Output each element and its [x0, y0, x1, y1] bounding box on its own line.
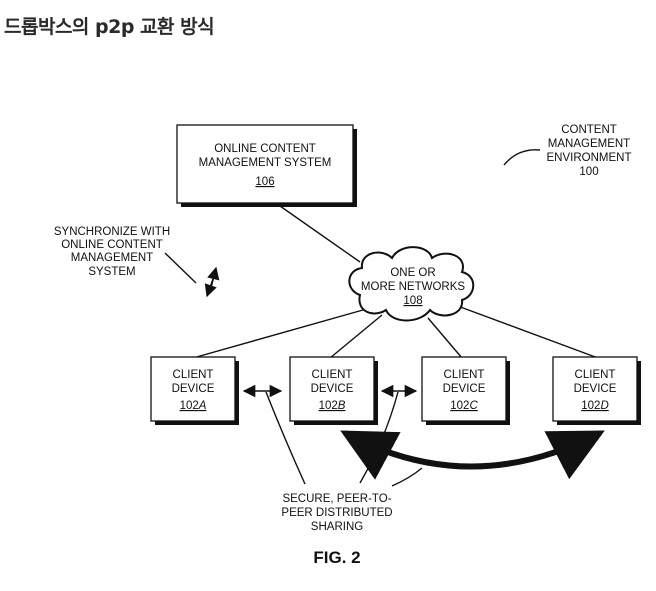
networks-cloud: ONE OR MORE NETWORKS 108	[348, 246, 475, 322]
sync-line-4: SYSTEM	[88, 266, 135, 278]
network-links	[192, 205, 599, 359]
sync-note: SYNCHRONIZE WITH ONLINE CONTENT MANAGEME…	[54, 226, 220, 298]
peer-to-peer-arrows	[242, 384, 605, 480]
environment-ref: 100	[579, 166, 598, 178]
sharing-leader-1	[265, 391, 306, 485]
link-network-device-c	[427, 317, 463, 359]
sync-line-3: MANAGEMENT	[71, 252, 153, 264]
page-title: 드롭박스의 p2p 교환 방식	[4, 16, 215, 38]
environment-line-2: MANAGEMENT	[548, 138, 630, 150]
server-ref: 106	[255, 176, 274, 188]
client-device-d: CLIENT DEVICE 102D	[552, 356, 641, 425]
client-device-c: CLIENT DEVICE 102C	[421, 356, 510, 425]
link-server-network	[279, 205, 361, 263]
device-c-line-2: DEVICE	[443, 383, 486, 395]
device-b-line-2: DEVICE	[311, 383, 354, 395]
sharing-leader-2	[359, 391, 399, 484]
link-network-device-d	[454, 304, 599, 359]
network-line-2: MORE NETWORKS	[361, 281, 465, 293]
sync-line-2: ONLINE CONTENT	[61, 239, 163, 251]
device-c-line-1: CLIENT	[444, 369, 485, 381]
figure-label: FIG. 2	[313, 548, 360, 567]
environment-label: CONTENT MANAGEMENT ENVIRONMENT 100	[503, 124, 632, 178]
device-c-ref: 102C	[450, 400, 478, 412]
device-d-line-1: CLIENT	[575, 369, 616, 381]
device-b-ref: 102B	[319, 400, 346, 412]
sharing-line-2: PEER DISTRIBUTED	[281, 507, 392, 519]
device-d-ref: 102D	[581, 400, 609, 412]
environment-leader-line	[503, 149, 541, 166]
sharing-note: SECURE, PEER-TO- PEER DISTRIBUTED SHARIN…	[265, 391, 423, 533]
network-line-1: ONE OR	[390, 267, 435, 279]
device-a-ref: 102A	[180, 400, 207, 412]
online-content-management-system-box: ONLINE CONTENT MANAGEMENT SYSTEM 106	[176, 124, 357, 207]
device-d-line-2: DEVICE	[574, 383, 617, 395]
p2p-arrow-b-d	[340, 430, 605, 480]
sync-arrow-down	[204, 275, 217, 298]
device-b-line-1: CLIENT	[312, 369, 353, 381]
sharing-line-1: SECURE, PEER-TO-	[282, 493, 391, 505]
sharing-line-3: SHARING	[311, 521, 363, 533]
sync-line-1: SYNCHRONIZE WITH	[54, 226, 170, 238]
device-a-line-1: CLIENT	[173, 369, 214, 381]
server-line-2: MANAGEMENT SYSTEM	[199, 157, 332, 169]
server-line-1: ONLINE CONTENT	[214, 143, 316, 155]
device-a-line-2: DEVICE	[172, 383, 215, 395]
environment-line-3: ENVIRONMENT	[547, 152, 632, 164]
client-device-a: CLIENT DEVICE 102A	[150, 356, 239, 425]
link-network-device-b	[329, 314, 383, 359]
link-network-device-a	[192, 307, 371, 359]
sharing-leader-3	[391, 467, 423, 487]
sync-leader-line	[164, 252, 197, 284]
environment-line-1: CONTENT	[561, 124, 617, 136]
network-ref: 108	[403, 295, 422, 307]
client-device-b: CLIENT DEVICE 102B	[289, 356, 378, 425]
